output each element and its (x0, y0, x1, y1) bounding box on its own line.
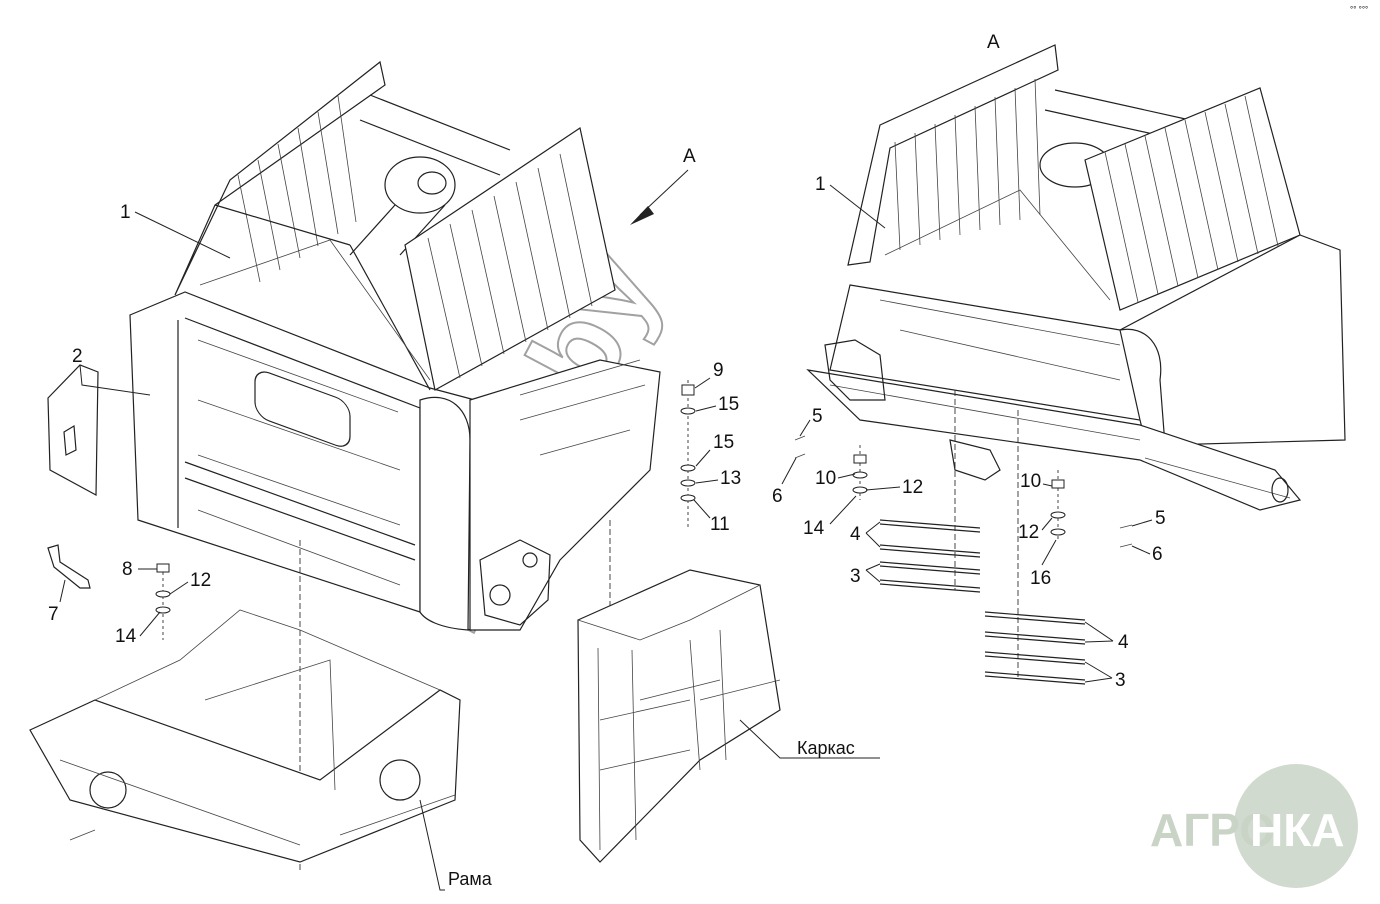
view-arrow-label: A (683, 146, 696, 167)
hardware-stack-left (155, 563, 171, 640)
strip-set-upper (879, 390, 981, 593)
callout-label: 11 (710, 514, 730, 535)
callout-label: 10 (815, 468, 836, 489)
hardware-stack-right-a (852, 445, 868, 500)
callout-label: 8 (122, 559, 133, 580)
callout-label: 5 (1155, 508, 1166, 529)
callout-label: 4 (1118, 632, 1129, 653)
view-arrow-a: A (630, 146, 696, 225)
callout-label: 5 (812, 406, 823, 427)
inspection-hatch (47, 364, 99, 497)
callout-label: 1 (815, 174, 826, 195)
frame-subassembly: Рама (29, 540, 493, 891)
hardware-stack-right-b (1050, 470, 1066, 540)
callout-label: 3 (1115, 670, 1126, 691)
strip-set-lower (984, 410, 1086, 685)
callout-label: 14 (115, 626, 137, 647)
callout-label: 6 (772, 486, 783, 507)
callout-label: 16 (1030, 568, 1051, 589)
pins-right (794, 435, 1133, 548)
callout-label: 13 (720, 468, 741, 489)
callout-label: 6 (1152, 544, 1163, 565)
frame-label: Рама (448, 869, 493, 889)
bracket-part (47, 544, 91, 589)
callout-label: 15 (718, 394, 739, 415)
right-hopper-assembly (806, 44, 1346, 511)
left-hopper-assembly (129, 60, 661, 631)
logo-text-right: НКА (1250, 804, 1345, 856)
callout-label: 1 (120, 202, 131, 223)
callout-label: 15 (713, 432, 734, 453)
callout-label: 12 (1018, 522, 1039, 543)
callout-label: 7 (48, 604, 59, 625)
callout-label: 9 (713, 360, 724, 381)
callout-label: 3 (850, 566, 861, 587)
callout-label: 10 (1020, 471, 1041, 492)
callout-label: 12 (190, 570, 211, 591)
callout-label: 14 (803, 518, 825, 539)
callouts: 1 2 7 8 12 14 9 15 15 13 11 1 5 6 10 12 … (48, 174, 1166, 691)
view-a-title: A (987, 32, 1000, 53)
corner-mark: °° °°° (1350, 5, 1368, 14)
callout-label: 2 (72, 346, 83, 367)
callout-label: 4 (850, 524, 861, 545)
hardware-stack-middle (680, 380, 696, 530)
logo-text-left: АГРО (1150, 804, 1275, 856)
agronka-logo: АГРО НКА (1150, 764, 1358, 888)
carcass-subassembly: Каркас (577, 520, 880, 863)
carcass-label: Каркас (797, 738, 855, 758)
logo-circle (1234, 764, 1358, 888)
callout-label: 12 (902, 477, 923, 498)
